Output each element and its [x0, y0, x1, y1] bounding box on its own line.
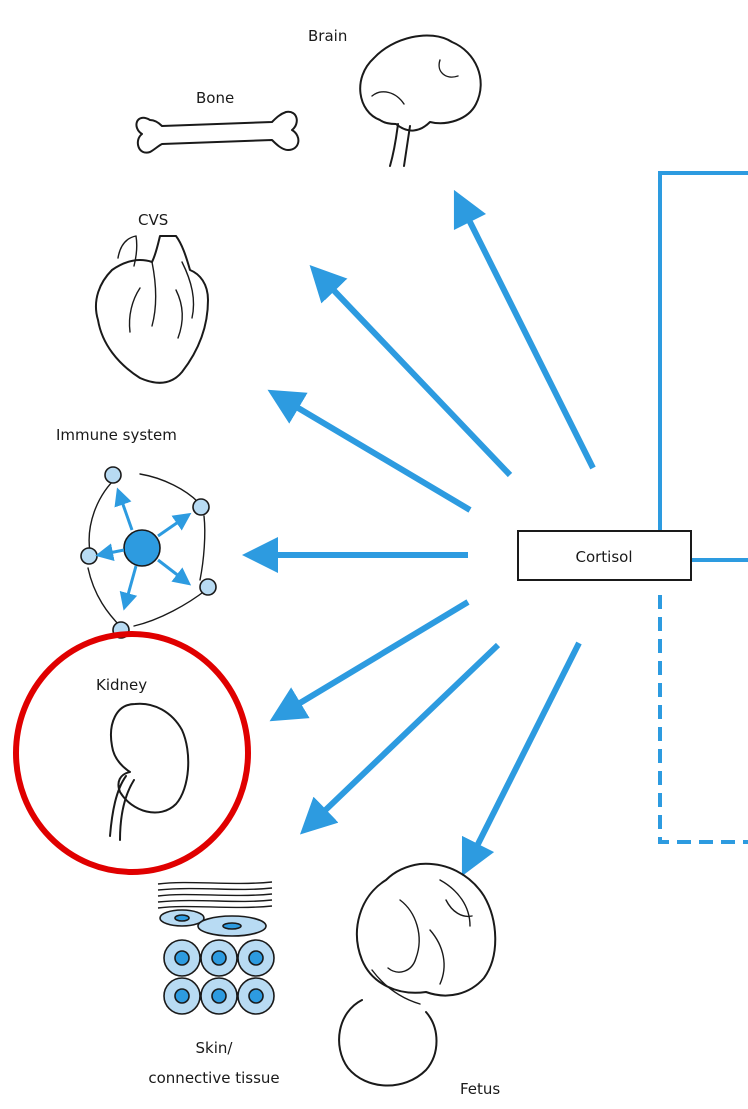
immune-target: Immune system	[56, 426, 216, 638]
kidney-target: Kidney	[16, 634, 248, 872]
arrow-to-kidney	[285, 602, 468, 712]
heart-icon	[96, 236, 208, 383]
feedback-loop	[660, 173, 748, 842]
fetus-target: Fetus	[339, 864, 500, 1098]
immune-cell	[200, 579, 216, 595]
skin-label: Skin/	[196, 1039, 234, 1057]
cortisol-label: Cortisol	[575, 548, 632, 566]
brain-target: Brain	[308, 27, 481, 166]
immune-cell	[105, 467, 121, 483]
bone-icon	[136, 112, 298, 153]
bone-target: Bone	[136, 89, 298, 153]
immune-label: Immune system	[56, 426, 177, 444]
brain-icon	[360, 35, 481, 166]
arrow-to-fetus	[470, 643, 579, 860]
fetus-icon	[339, 864, 495, 1086]
skin-tissue-icon	[158, 882, 274, 1014]
skin-target: Skin/ connective tissue	[148, 882, 279, 1087]
immune-cell-center	[124, 530, 160, 566]
immune-cell	[81, 548, 97, 564]
cortisol-node: Cortisol	[518, 531, 691, 580]
fetus-label: Fetus	[460, 1080, 500, 1098]
arrow-to-cvs	[283, 399, 470, 510]
cvs-target: CVS	[96, 211, 208, 383]
kidney-icon	[110, 704, 188, 840]
feedback-solid-line	[660, 173, 748, 550]
arrow-to-skin	[313, 645, 498, 822]
kidney-label: Kidney	[96, 676, 147, 694]
skin-label-line2: connective tissue	[148, 1069, 279, 1087]
bone-label: Bone	[196, 89, 234, 107]
immune-cell	[193, 499, 209, 515]
immune-cells-icon	[81, 467, 216, 638]
feedback-dashed-line	[660, 595, 748, 842]
arrow-to-bone	[322, 278, 510, 475]
arrow-to-brain	[462, 206, 593, 468]
brain-label: Brain	[308, 27, 347, 45]
kidney-highlight-circle	[16, 634, 248, 872]
cvs-label: CVS	[138, 211, 168, 229]
